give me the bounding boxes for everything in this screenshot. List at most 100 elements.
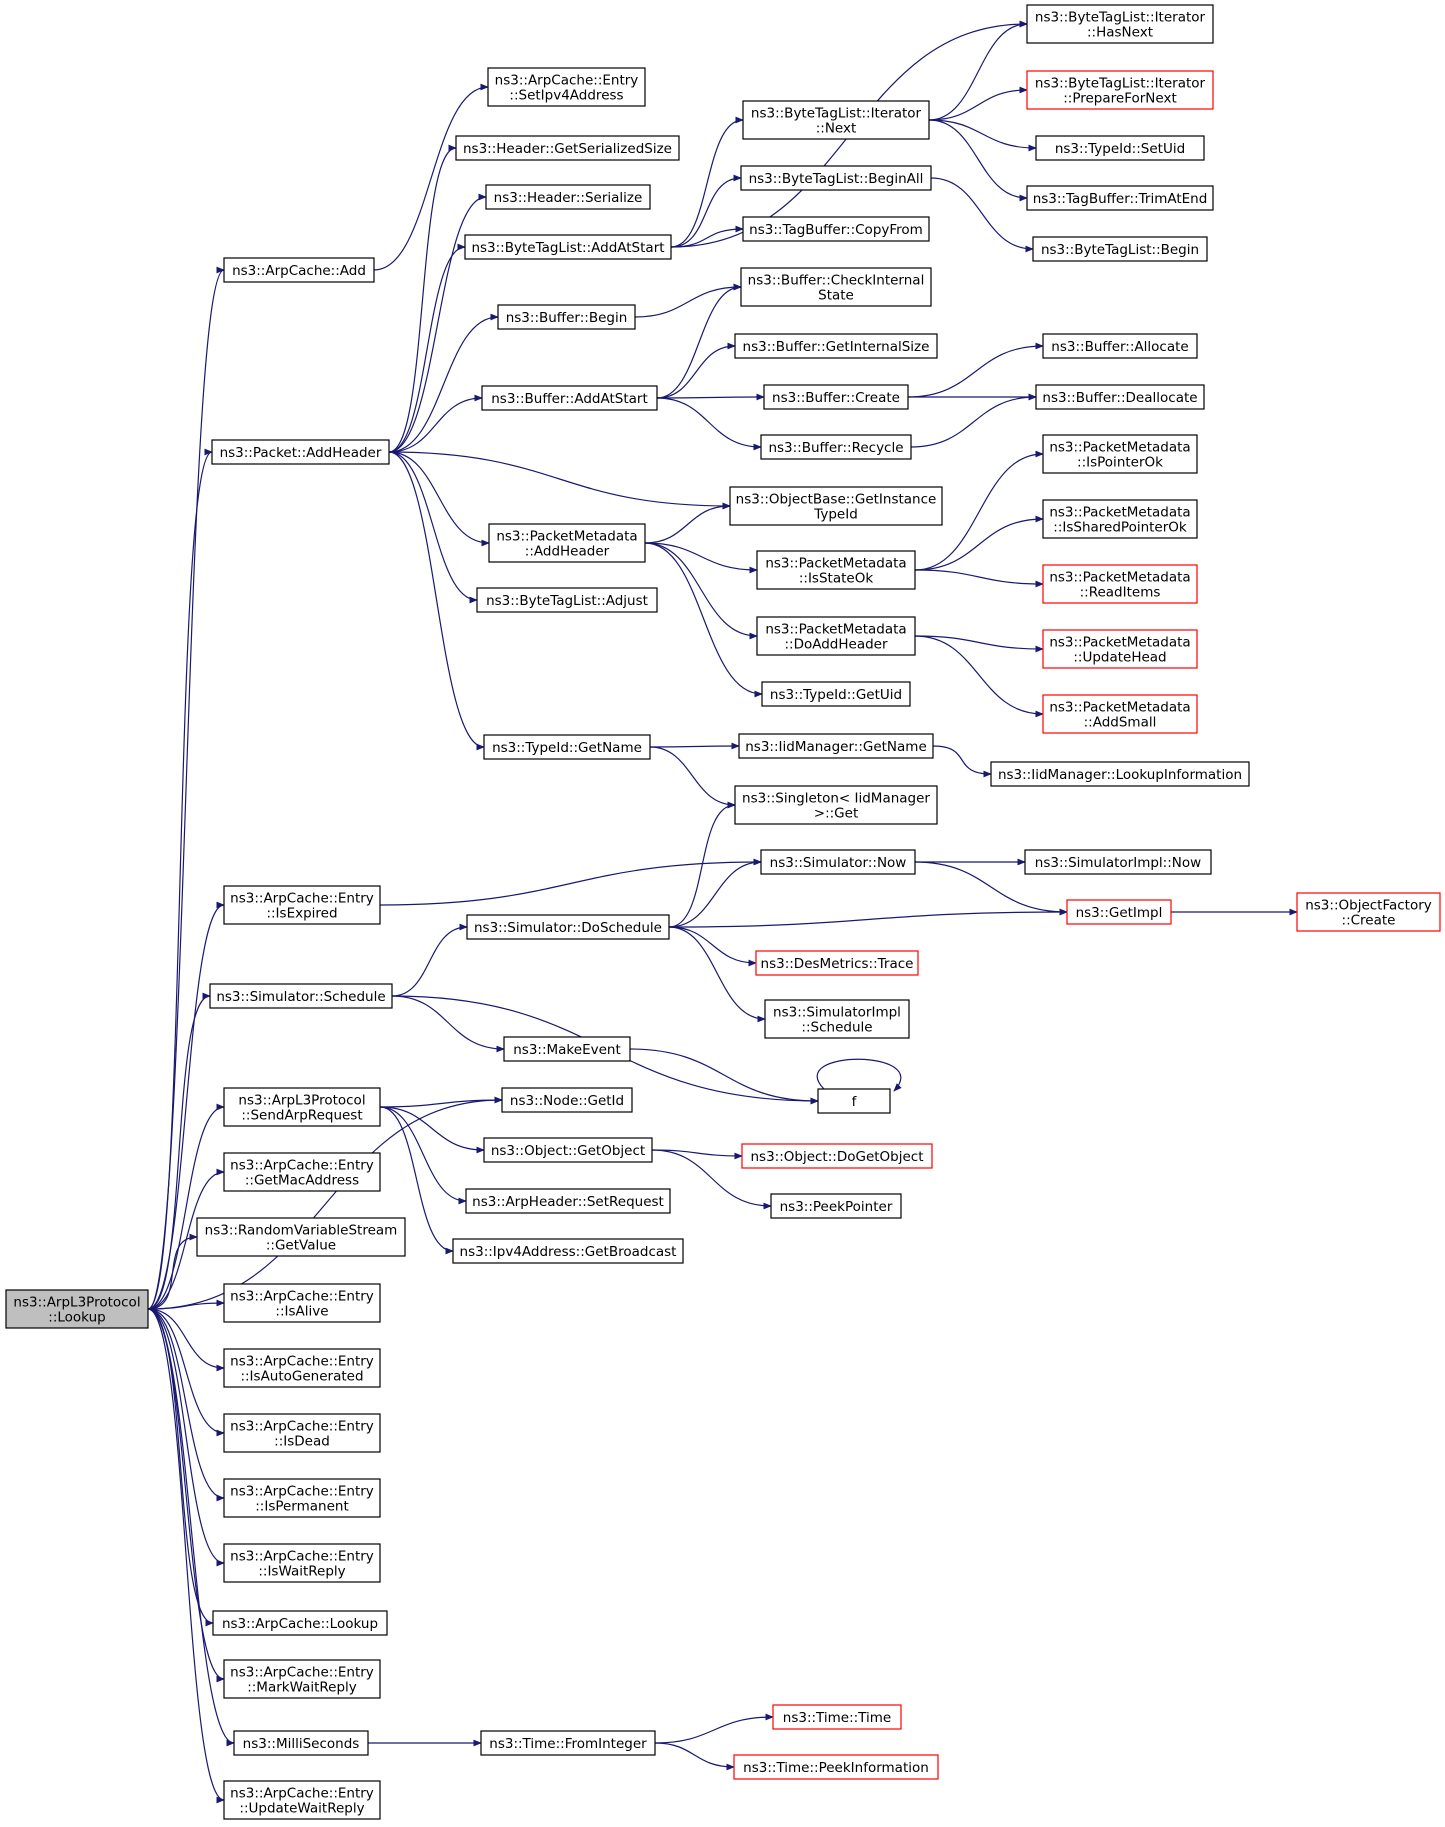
node-label: ns3::TypeId::GetName: [492, 740, 642, 756]
node-btlBegin[interactable]: ns3::ByteTagList::Begin: [1032, 236, 1208, 262]
node-label: ns3::ArpCache::Entry: [495, 73, 639, 89]
node-bufDealloc[interactable]: ns3::Buffer::Deallocate: [1035, 384, 1205, 410]
node-box: [223, 1780, 381, 1820]
node-markWait[interactable]: ns3::ArpCache::Entry::MarkWaitReply: [223, 1659, 381, 1699]
node-ofCreate[interactable]: ns3::ObjectFactory::Create: [1296, 892, 1441, 932]
node-sendArp[interactable]: ns3::ArpL3Protocol::SendArpRequest: [223, 1087, 381, 1127]
node-box: [738, 733, 934, 759]
node-pmIsPtrOk[interactable]: ns3::PacketMetadata::IsPointerOk: [1042, 434, 1198, 474]
edge-root-to-milliSeconds: [147, 1308, 235, 1747]
node-updateWait[interactable]: ns3::ArpCache::Entry::UpdateWaitReply: [223, 1780, 381, 1820]
node-bufCreate[interactable]: ns3::Buffer::Create: [763, 384, 909, 410]
node-desTrace[interactable]: ns3::DesMetrics::Trace: [755, 950, 919, 976]
node-itHasNext[interactable]: ns3::ByteTagList::Iterator::HasNext: [1026, 4, 1214, 44]
node-btlAdjust[interactable]: ns3::ByteTagList::Adjust: [476, 587, 658, 613]
node-peekInfo[interactable]: ns3::Time::PeekInformation: [733, 1754, 939, 1780]
node-box: [196, 1217, 406, 1257]
node-getImpl[interactable]: ns3::GetImpl: [1066, 899, 1172, 925]
node-simDoSchedule[interactable]: ns3::Simulator::DoSchedule: [466, 914, 670, 940]
node-makeEvent[interactable]: ns3::MakeEvent: [503, 1036, 631, 1062]
node-pmAddSmall[interactable]: ns3::PacketMetadata::AddSmall: [1042, 694, 1198, 734]
node-nodeGetId[interactable]: ns3::Node::GetId: [501, 1087, 633, 1113]
node-box: [1024, 849, 1212, 875]
node-btlBeginAll[interactable]: ns3::ByteTagList::BeginAll: [740, 165, 932, 191]
edge-simSchedule-to-simDoSchedule: [391, 923, 468, 997]
edge-pmAddHeader-to-obGetTid: [644, 502, 731, 544]
node-label: ns3::PacketMetadata: [1049, 440, 1190, 456]
node-objGetObject[interactable]: ns3::Object::GetObject: [483, 1137, 653, 1163]
edge-simDoSchedule-to-getImpl: [668, 908, 1068, 928]
node-objDoGetObject[interactable]: ns3::Object::DoGetObject: [741, 1143, 933, 1169]
node-f[interactable]: f: [817, 1088, 891, 1114]
node-tidGetName[interactable]: ns3::TypeId::GetName: [483, 734, 651, 760]
node-pmIsStateOk[interactable]: ns3::PacketMetadata::IsStateOk: [756, 550, 916, 590]
node-peekPointer[interactable]: ns3::PeekPointer: [770, 1193, 902, 1219]
node-box: [1032, 236, 1208, 262]
edge-bufAddAtStart-to-bufCreate: [656, 393, 765, 401]
edge-bufAddAtStart-to-bufCheck: [656, 283, 742, 399]
node-arpSetRequest[interactable]: ns3::ArpHeader::SetRequest: [465, 1188, 671, 1214]
node-pmDoAdd[interactable]: ns3::PacketMetadata::DoAddHeader: [756, 616, 916, 656]
node-rvsGetValue[interactable]: ns3::RandomVariableStream::GetValue: [196, 1217, 406, 1257]
node-isPermanent[interactable]: ns3::ArpCache::Entry::IsPermanent: [223, 1478, 381, 1518]
node-cacheLookup[interactable]: ns3::ArpCache::Lookup: [212, 1610, 388, 1636]
node-setIpv4[interactable]: ns3::ArpCache::Entry::SetIpv4Address: [487, 67, 646, 107]
node-getMac[interactable]: ns3::ArpCache::Entry::GetMacAddress: [223, 1152, 381, 1192]
node-pmIsShared[interactable]: ns3::PacketMetadata::IsSharedPointerOk: [1042, 499, 1198, 539]
node-tbTrim[interactable]: ns3::TagBuffer::TrimAtEnd: [1026, 185, 1214, 211]
edge-addHeader-to-bufAddAtStart: [388, 394, 483, 453]
node-label: ns3::ArpCache::Lookup: [222, 1616, 378, 1632]
node-box: [464, 234, 672, 260]
node-box: [1296, 892, 1441, 932]
node-simImplSchedule[interactable]: ns3::SimulatorImpl::Schedule: [764, 999, 910, 1039]
node-iidLookup[interactable]: ns3::IidManager::LookupInformation: [990, 761, 1250, 787]
node-isAutoGen[interactable]: ns3::ArpCache::Entry::IsAutoGenerated: [223, 1348, 381, 1388]
node-fromInteger[interactable]: ns3::Time::FromInteger: [480, 1730, 656, 1756]
node-entryIsExpired[interactable]: ns3::ArpCache::Entry::IsExpired: [223, 885, 381, 925]
node-hdrGetSize[interactable]: ns3::Header::GetSerializedSize: [455, 135, 680, 161]
node-pmAddHeader[interactable]: ns3::PacketMetadata::AddHeader: [488, 523, 646, 563]
node-cacheAdd[interactable]: ns3::ArpCache::Add: [223, 257, 375, 283]
node-timeTime[interactable]: ns3::Time::Time: [772, 1704, 902, 1730]
node-singletonGet[interactable]: ns3::Singleton< IidManager>::Get: [734, 785, 938, 825]
node-btlAddAtStart[interactable]: ns3::ByteTagList::AddAtStart: [464, 234, 672, 260]
node-isAlive[interactable]: ns3::ArpCache::Entry::IsAlive: [223, 1283, 381, 1323]
node-label: ns3::ByteTagList::Iterator: [1035, 76, 1206, 92]
node-simImplNow[interactable]: ns3::SimulatorImpl::Now: [1024, 849, 1212, 875]
node-label: ns3::ByteTagList::Begin: [1041, 242, 1199, 258]
node-isDead[interactable]: ns3::ArpCache::Entry::IsDead: [223, 1413, 381, 1453]
node-itNext[interactable]: ns3::ByteTagList::Iterator::Next: [742, 100, 930, 140]
node-isWaitReply[interactable]: ns3::ArpCache::Entry::IsWaitReply: [223, 1543, 381, 1583]
node-root[interactable]: ns3::ArpL3Protocol::Lookup: [5, 1289, 149, 1329]
node-bufAllocate[interactable]: ns3::Buffer::Allocate: [1042, 333, 1198, 359]
node-tidGetUid[interactable]: ns3::TypeId::GetUid: [761, 681, 911, 707]
node-box: [817, 1088, 891, 1114]
node-itPrepare[interactable]: ns3::ByteTagList::Iterator::PrepareForNe…: [1026, 70, 1214, 110]
node-simNow[interactable]: ns3::Simulator::Now: [760, 849, 916, 875]
node-hdrSerialize[interactable]: ns3::Header::Serialize: [485, 184, 651, 210]
edge-makeEvent-to-f: [629, 1048, 819, 1105]
node-ipv4Broadcast[interactable]: ns3::Ipv4Address::GetBroadcast: [452, 1238, 684, 1264]
node-bufBegin[interactable]: ns3::Buffer::Begin: [497, 304, 636, 330]
node-tbCopyFrom[interactable]: ns3::TagBuffer::CopyFrom: [742, 216, 930, 242]
node-bufAddAtStart[interactable]: ns3::Buffer::AddAtStart: [481, 385, 658, 411]
edge-pmIsStateOk-to-pmReadItems: [914, 569, 1044, 588]
node-tidSetUid[interactable]: ns3::TypeId::SetUid: [1035, 135, 1205, 161]
node-iidGetName[interactable]: ns3::IidManager::GetName: [738, 733, 934, 759]
node-label: ns3::ArpCache::Entry: [230, 1484, 374, 1500]
node-label: ns3::Object::DoGetObject: [750, 1149, 923, 1165]
node-label: ns3::SimulatorImpl::Now: [1035, 855, 1201, 871]
node-addHeader[interactable]: ns3::Packet::AddHeader: [211, 439, 390, 465]
node-box: [481, 385, 658, 411]
node-box: [488, 523, 646, 563]
node-simSchedule[interactable]: ns3::Simulator::Schedule: [209, 983, 393, 1009]
node-box: [740, 267, 932, 307]
node-bufRecycle[interactable]: ns3::Buffer::Recycle: [760, 434, 912, 460]
node-pmReadItems[interactable]: ns3::PacketMetadata::ReadItems: [1042, 564, 1198, 604]
node-box: [5, 1289, 149, 1329]
node-bufGetSize[interactable]: ns3::Buffer::GetInternalSize: [734, 333, 938, 359]
node-pmUpdateHead[interactable]: ns3::PacketMetadata::UpdateHead: [1042, 629, 1198, 669]
node-milliSeconds[interactable]: ns3::MilliSeconds: [233, 1730, 369, 1756]
